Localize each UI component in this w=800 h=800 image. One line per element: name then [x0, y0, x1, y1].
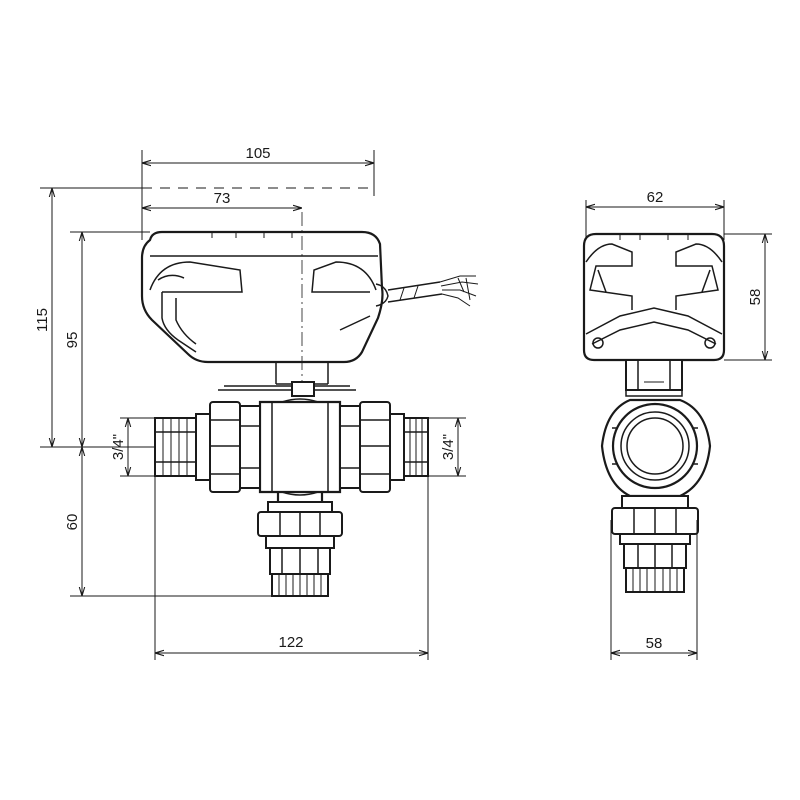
- mounting-bracket: [218, 362, 356, 397]
- dim-62-label: 62: [647, 189, 664, 206]
- front-dimensions: 105 73 115 95 60 3/4": [34, 145, 466, 660]
- dim-thread-left-label: 3/4": [110, 434, 127, 460]
- dim-thread-right-label: 3/4": [440, 434, 457, 460]
- dim-95-label: 95: [64, 332, 81, 349]
- side-valve-body: [600, 398, 712, 593]
- dim-73-label: 73: [214, 190, 231, 207]
- side-dimensions: 62 58 58: [585, 189, 772, 660]
- side-view: 62 58 58: [582, 189, 772, 660]
- side-neck: [625, 359, 683, 397]
- dim-115-label: 115: [34, 308, 51, 332]
- dim-58-horizontal-label: 58: [646, 635, 663, 652]
- actuator-housing-side: [582, 232, 726, 362]
- dim-105-label: 105: [245, 145, 270, 162]
- actuator-housing-front: [140, 230, 479, 364]
- dim-122-label: 122: [278, 634, 303, 651]
- front-view: 105 73 115 95 60 3/4": [34, 145, 479, 660]
- valve-body-front: [154, 398, 429, 597]
- dim-58-vertical-label: 58: [747, 289, 764, 306]
- dim-60-label: 60: [64, 514, 81, 531]
